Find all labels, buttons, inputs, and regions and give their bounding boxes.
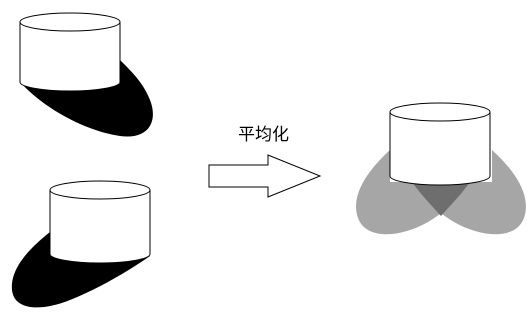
cylinder-body-bottom (49, 189, 151, 264)
dark-overlap-shadow (412, 182, 470, 216)
cylinder-body-right (389, 111, 491, 186)
arrow-icon (208, 154, 322, 198)
gray-shadow-left (356, 150, 470, 235)
black-shadow-bottom (11, 232, 150, 308)
cylinder-top-face-right (389, 102, 491, 122)
cylinder-with-averaged-shadow (356, 102, 526, 235)
cylinder-body-top (19, 21, 121, 92)
cylinder-top-face-bottom (49, 180, 151, 200)
cylinder-with-shadow-bottom (11, 180, 151, 308)
cylinder-top-face-top (19, 12, 121, 32)
gray-shadow-right (412, 150, 526, 235)
arrow-label: 平均化 (238, 125, 289, 145)
cylinder-with-shadow-top (19, 12, 153, 137)
averaging-arrow: 平均化 (208, 125, 322, 198)
